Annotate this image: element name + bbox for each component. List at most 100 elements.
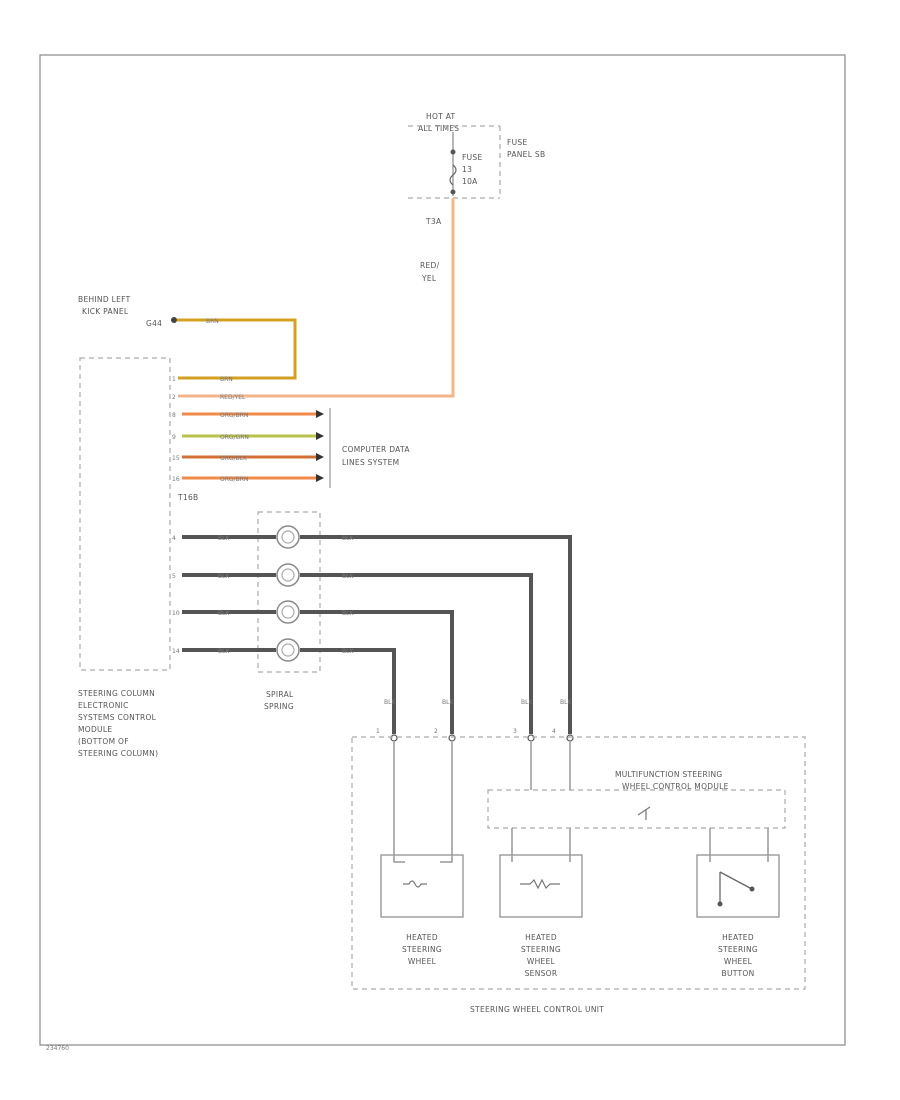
unit-terminal (448, 734, 456, 742)
mfsw-module-outline (487, 789, 786, 829)
component-label-3: HEATED (722, 933, 754, 942)
spiral-line1: SPIRAL (266, 690, 294, 699)
module-pin-8: 8 (172, 412, 176, 419)
module-pin-1: 1 (172, 376, 176, 383)
module-label-4: MODULE (78, 725, 112, 734)
spiral-spring-outline (257, 511, 321, 673)
black-wire-label-left: BLK (218, 648, 230, 655)
unit-terminal-pin: 2 (434, 728, 438, 735)
spiral-coil-3 (276, 600, 300, 624)
spiral-coil-inner-2 (281, 568, 295, 582)
ground-line3: G44 (146, 319, 162, 328)
cdl-arrow-icon (316, 410, 324, 418)
fuse-panel-line2: PANEL SB (507, 150, 545, 159)
unit-terminal (527, 734, 535, 742)
component-label-2: STEERING (521, 945, 561, 954)
internal-wiring (393, 742, 769, 863)
heated-steering-wheel-sensor-box (499, 854, 583, 918)
module-label-1: STEERING COLUMN (78, 689, 155, 698)
button-switch-icon (719, 871, 751, 904)
black-wire-right-10 (300, 610, 454, 734)
spring-pin-10: 10 (172, 610, 180, 617)
fuse-terminal-bottom (450, 189, 456, 195)
black-wire-label-right: BLK (342, 610, 354, 617)
diagram-frame (39, 54, 846, 1046)
fuse-line3: 10A (462, 177, 478, 186)
button-contact-2 (749, 886, 755, 892)
black-wire-label-left: BLK (218, 573, 230, 580)
spiral-line2: SPRING (264, 702, 294, 711)
supply-wire-label-1: RED/ (420, 261, 440, 270)
cdl-arrow-icon (316, 453, 324, 461)
ground-point: BEHIND LEFT KICK PANEL G44 (78, 295, 177, 328)
source-line2: ALL TIMES (418, 124, 459, 133)
module-pin-16: 16 (172, 476, 180, 483)
cdl-line2: LINES SYSTEM (342, 458, 399, 467)
cdl-arrow-icon (316, 474, 324, 482)
sensor-element-icon (520, 878, 560, 890)
component-label-3: BUTTON (722, 969, 755, 978)
module-label: STEERING COLUMN ELECTRONIC SYSTEMS CONTR… (78, 689, 158, 758)
mfsw-line1: MULTIFUNCTION STEERING (615, 770, 723, 779)
module-wire-label-8: ORG/BRN (220, 412, 248, 419)
component-label-3: WHEEL (724, 957, 753, 966)
unit-terminal-pin: 4 (552, 728, 556, 735)
fuse-terminal-top (450, 149, 456, 155)
source-connector-ref: T3A (425, 217, 442, 226)
footer-code: 234760 (46, 1045, 69, 1052)
heated-steering-wheel-button-box (696, 854, 780, 918)
spiral-spring-coils (276, 525, 300, 662)
black-wire-label-right: BLK (342, 573, 354, 580)
wire-top-label: BLK (442, 699, 454, 706)
wire-hsw-1 (393, 742, 405, 863)
wire-hsw-2 (440, 742, 453, 863)
power-source: HOT AT ALL TIMES FUSE 13 10A FUSE PANEL … (408, 112, 545, 226)
ground-wire (177, 318, 297, 380)
spiral-coil-2 (276, 563, 300, 587)
supply-wire-label-2: YEL (421, 274, 437, 283)
black-wire-label-left: BLK (218, 535, 230, 542)
module-pin-2: 2 (172, 394, 176, 401)
supply-wire (178, 198, 455, 398)
module-pin-15: 15 (172, 455, 180, 462)
component-label-2: SENSOR (525, 969, 558, 978)
spiral-coil-inner-4 (281, 643, 295, 657)
black-wire-label-right: BLK (342, 648, 354, 655)
module-pin-9: 9 (172, 434, 176, 441)
cdl-line1: COMPUTER DATA (342, 445, 410, 454)
spiral-coil-inner-3 (281, 605, 295, 619)
wire-top-label: BLK (521, 699, 533, 706)
module-wire-label-9: ORG/GRN (220, 434, 249, 441)
component-label-1: WHEEL (408, 957, 437, 966)
black-wire-right-4 (300, 535, 572, 734)
heater-element-icon (403, 880, 427, 888)
module-wire-label-16: ORG/BRN (220, 476, 248, 483)
mfsw-line2: WHEEL CONTROL MODULE (622, 782, 729, 791)
unit-terminal (566, 734, 574, 742)
black-wire-right-5 (300, 573, 533, 734)
wire-top-label: BLK (560, 699, 572, 706)
black-wire-label-left: BLK (218, 610, 230, 617)
unit-terminal (390, 734, 398, 742)
module-label-5: (BOTTOM OF (78, 737, 129, 746)
spiral-coil-1 (276, 525, 300, 549)
heated-steering-wheel-box (380, 854, 464, 918)
spring-pin-14: 14 (172, 648, 180, 655)
button-contact-1 (717, 901, 723, 907)
black-wire-right-14 (300, 648, 396, 734)
source-line1: HOT AT (426, 112, 456, 121)
component-labels: HEATEDSTEERINGWHEELHEATEDSTEERINGWHEELSE… (402, 933, 758, 978)
ground-terminal (171, 317, 177, 323)
spiral-coil-4 (276, 638, 300, 662)
cdl-arrow-icon (316, 432, 324, 440)
spiral-coil-inner-1 (281, 530, 295, 544)
fuse-line2: 13 (462, 165, 472, 174)
unit-label: STEERING WHEEL CONTROL UNIT (470, 1005, 604, 1014)
ground-line2: KICK PANEL (82, 307, 129, 316)
component-label-1: STEERING (402, 945, 442, 954)
spring-pin-4: 4 (172, 535, 176, 542)
fuse-panel-line1: FUSE (507, 138, 528, 147)
module-wire-label-2: RED/YEL (220, 394, 246, 401)
ground-line1: BEHIND LEFT (78, 295, 131, 304)
